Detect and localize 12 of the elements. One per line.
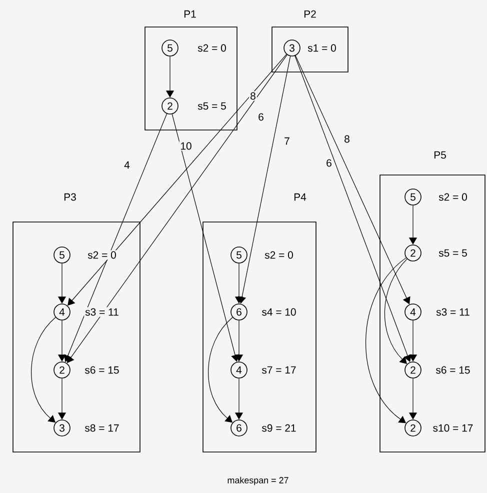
- arrow: [172, 114, 240, 362]
- arrow: [295, 55, 410, 304]
- arrow: [366, 258, 406, 424]
- node-label: P2: [304, 10, 316, 18]
- node-label: P4: [294, 193, 306, 201]
- arrow: [208, 317, 233, 423]
- node-label: P3: [64, 193, 76, 201]
- arrow: [68, 54, 287, 306]
- makespan-label: makespan = 27: [228, 476, 288, 486]
- node-label: P1: [184, 10, 196, 18]
- arrow: [31, 317, 56, 423]
- node-label: P5: [434, 151, 446, 159]
